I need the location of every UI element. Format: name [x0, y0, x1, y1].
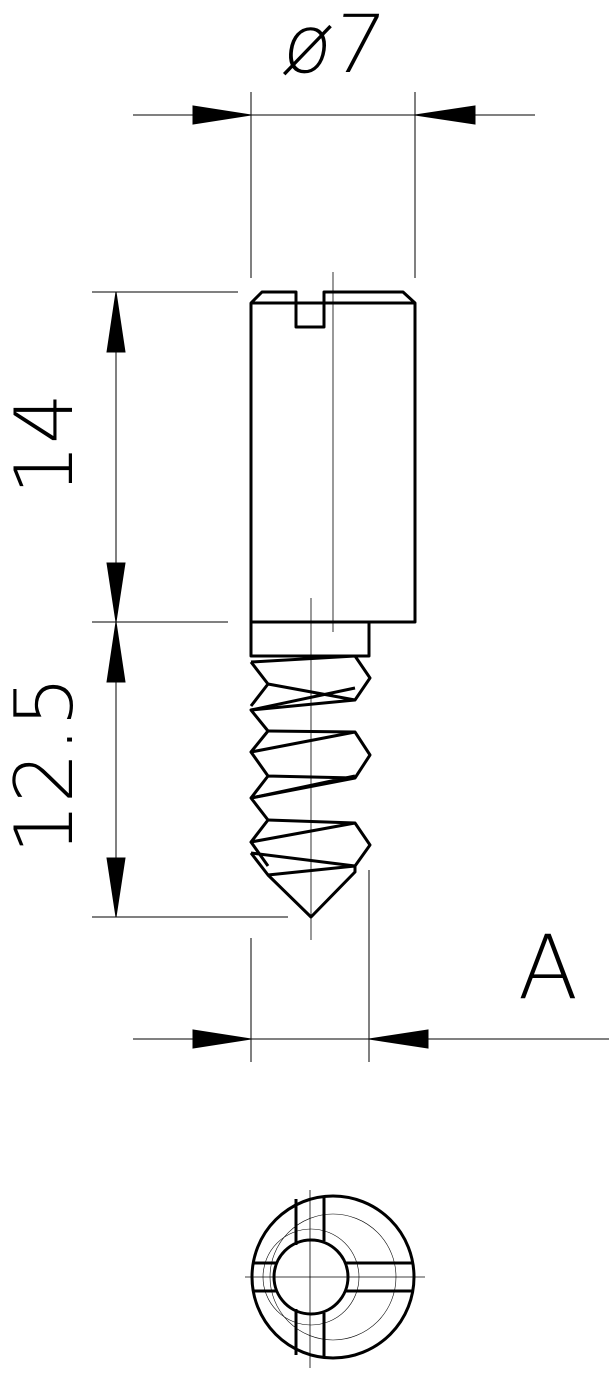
screw-thread	[249, 654, 372, 868]
head-length-dimension: 14	[0, 291, 238, 623]
thread-outer-circle	[262, 1228, 360, 1326]
a-dimension: A	[133, 870, 609, 1062]
head-arrow-top	[106, 291, 126, 353]
diameter-arrow-right	[414, 105, 476, 125]
head-inner-circle	[269, 1213, 397, 1341]
thread-length-label: 12.5	[0, 676, 91, 854]
thread-arrow-bottom	[106, 857, 126, 918]
head-arrow-bottom	[106, 562, 126, 623]
screw-tip	[249, 852, 357, 919]
thread-length-dimension: 12.5	[0, 621, 288, 918]
thread-arrow-top	[106, 621, 126, 683]
head-length-label: 14	[0, 393, 91, 495]
a-arrow-left	[192, 1029, 252, 1049]
a-arrow-right	[368, 1029, 429, 1049]
a-label: A	[518, 916, 578, 1019]
screw-thread-roots	[249, 661, 356, 867]
screw-neck	[249, 620, 371, 658]
head-outer-circle	[250, 1194, 416, 1360]
diameter-arrow-left	[192, 105, 252, 125]
screw-side-view	[249, 272, 417, 940]
screw-head	[249, 290, 417, 624]
diameter-dimension: ø7	[133, 0, 535, 278]
shank-circle	[272, 1238, 350, 1316]
screw-end-view	[245, 1190, 425, 1368]
diameter-label: ø7	[277, 0, 390, 91]
